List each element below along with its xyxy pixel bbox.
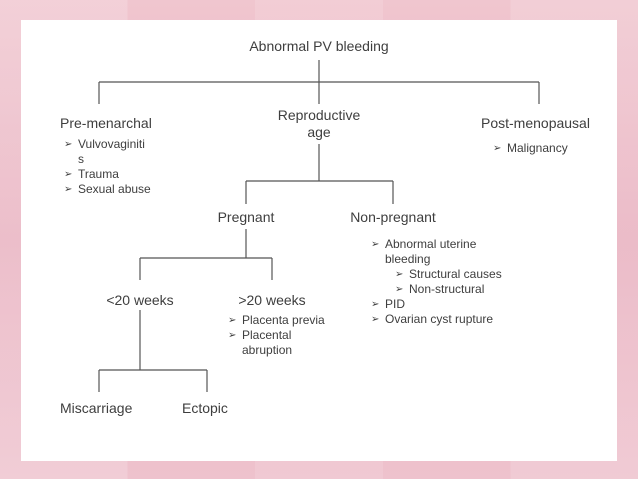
- list-item-continuation: s: [78, 152, 84, 166]
- bullet-icon: ➢: [371, 299, 380, 310]
- list-item-continuation: bleeding: [385, 252, 431, 266]
- miscarriage-node: Miscarriage: [60, 400, 133, 416]
- list-item-continuation: abruption: [242, 343, 293, 357]
- nonpregnant-list: ➢Abnormal uterine bleeding ➢Structural c…: [371, 237, 521, 327]
- postmenopausal-node: Post-menopausal: [481, 115, 590, 131]
- premenarchal-list: ➢Vulvovaginiti s ➢Trauma ➢Sexual abuse: [64, 137, 174, 197]
- gt20-weeks-node: >20 weeks: [238, 292, 306, 308]
- list-item: ➢Placental: [228, 328, 292, 342]
- nonpregnant-node: Non-pregnant: [350, 209, 436, 225]
- reproductive-line1: Reproductive: [277, 107, 361, 123]
- bullet-icon: ➢: [395, 284, 404, 295]
- gt20-weeks-list: ➢Placenta previa ➢Placental abruption: [228, 313, 348, 358]
- lt20-weeks-node: <20 weeks: [106, 292, 174, 308]
- bullet-icon: ➢: [64, 184, 73, 195]
- list-item: ➢Vulvovaginiti: [64, 137, 145, 151]
- list-item: ➢Ovarian cyst rupture: [371, 312, 494, 326]
- bullet-icon: ➢: [228, 330, 237, 341]
- reproductive-node: Reproductive age: [259, 107, 379, 141]
- premenarchal-node: Pre-menarchal: [60, 115, 152, 131]
- list-item: ➢Sexual abuse: [64, 182, 151, 196]
- bullet-icon: ➢: [395, 269, 404, 280]
- list-item: ➢Abnormal uterine: [371, 237, 477, 251]
- bullet-icon: ➢: [371, 314, 380, 325]
- list-item: ➢Placenta previa: [228, 313, 325, 327]
- bullet-icon: ➢: [64, 139, 73, 150]
- list-subitem: ➢Structural causes: [395, 267, 502, 281]
- postmenopausal-list: ➢Malignancy: [493, 141, 603, 156]
- list-subitem: ➢Non-structural: [395, 282, 485, 296]
- bullet-icon: ➢: [228, 315, 237, 326]
- list-item: ➢PID: [371, 297, 406, 311]
- list-item: ➢Trauma: [64, 167, 119, 181]
- list-item: ➢Malignancy: [493, 141, 568, 155]
- bullet-icon: ➢: [493, 143, 502, 154]
- root-node: Abnormal PV bleeding: [249, 38, 389, 54]
- pregnant-node: Pregnant: [217, 209, 275, 225]
- bullet-icon: ➢: [64, 169, 73, 180]
- ectopic-node: Ectopic: [182, 400, 228, 416]
- reproductive-line2: age: [307, 124, 331, 140]
- bullet-icon: ➢: [371, 239, 380, 250]
